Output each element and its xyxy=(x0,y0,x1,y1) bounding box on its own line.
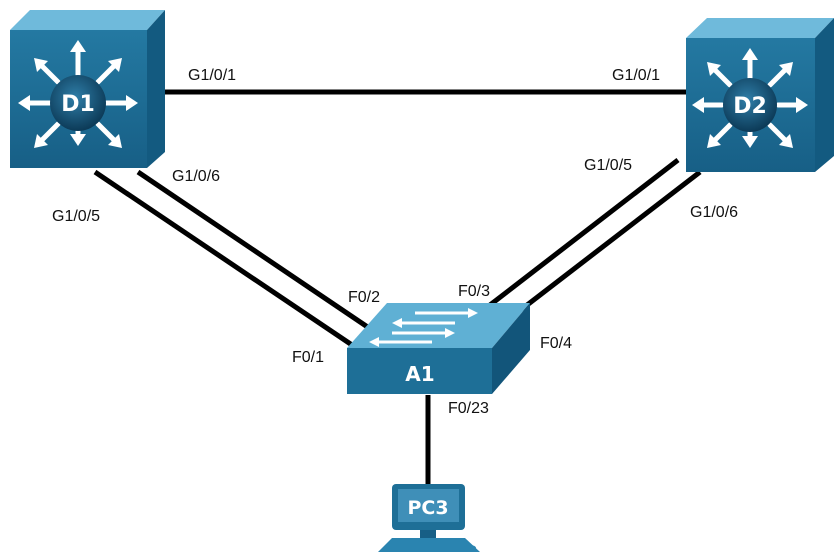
d1-top-face xyxy=(10,10,165,30)
a1-front-face xyxy=(347,348,492,394)
link-d2-a1-g105 xyxy=(488,158,680,307)
switch-d2[interactable]: D2 xyxy=(686,18,834,172)
link-d1-a1-g105 xyxy=(93,169,354,348)
d2-arrowheads-icon xyxy=(692,48,808,148)
port-label-d2-g105: G1/0/5 xyxy=(584,157,632,174)
d2-orb-icon xyxy=(723,78,777,132)
a1-arrows-icon xyxy=(369,308,478,347)
link-d2-a1-g106 xyxy=(516,170,702,314)
link-d1-a1-g106 xyxy=(136,169,374,333)
pc3-keyboard xyxy=(378,538,480,552)
d2-side-face xyxy=(815,18,834,172)
a1-top-face xyxy=(347,303,530,348)
port-label-d2-g106: G1/0/6 xyxy=(690,204,738,221)
pc3-screen xyxy=(398,489,459,522)
port-label-a1-f01: F0/1 xyxy=(292,349,324,366)
port-label-a1-f023: F0/23 xyxy=(448,400,489,417)
pc3-label: PC3 xyxy=(407,497,448,519)
links xyxy=(93,89,702,484)
port-label-d2-g101: G1/0/1 xyxy=(612,67,660,84)
port-label-d1-g101: G1/0/1 xyxy=(188,67,236,84)
d2-top-face xyxy=(686,18,834,38)
pc3-mouse-icon xyxy=(464,545,476,551)
d1-side-face xyxy=(147,10,165,168)
d1-arrowheads-icon xyxy=(18,40,138,148)
d1-label: D1 xyxy=(61,92,95,117)
d2-label: D2 xyxy=(733,94,767,119)
port-label-d1-g106: G1/0/6 xyxy=(172,168,220,185)
switch-d1[interactable]: D1 xyxy=(10,10,165,168)
pc3-stand xyxy=(420,530,436,538)
port-labels: G1/0/1 G1/0/1 G1/0/6 G1/0/5 G1/0/5 G1/0/… xyxy=(52,67,738,417)
port-label-d1-g105: G1/0/5 xyxy=(52,208,100,225)
port-label-a1-f02: F0/2 xyxy=(348,289,380,306)
d1-orb-icon xyxy=(50,75,106,131)
a1-label: A1 xyxy=(405,362,434,386)
a1-side-face xyxy=(492,303,530,394)
switch-a1[interactable]: A1 xyxy=(347,303,530,394)
port-label-a1-f04: F0/4 xyxy=(540,335,572,352)
pc3[interactable]: PC3 xyxy=(378,484,480,552)
port-label-a1-f03: F0/3 xyxy=(458,283,490,300)
